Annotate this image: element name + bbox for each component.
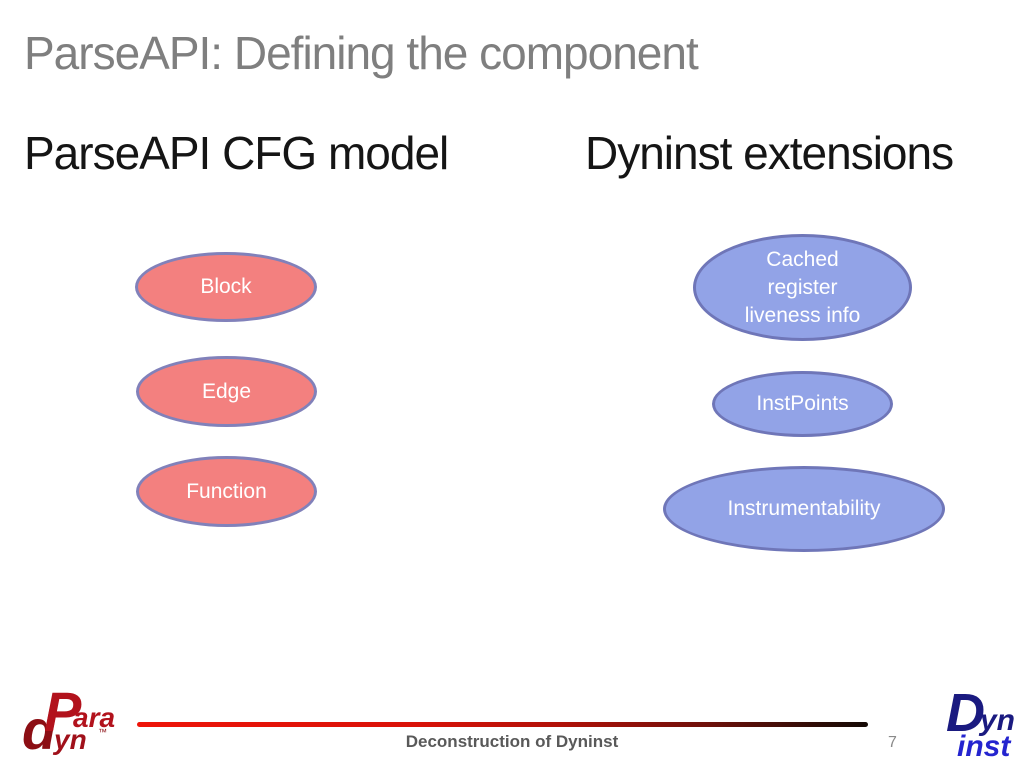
node-instpoints: InstPoints <box>712 371 893 437</box>
dyninst-logo-text-inst: inst <box>957 730 1011 763</box>
slide-title: ParseAPI: Defining the component <box>24 27 699 79</box>
node-function: Function <box>136 456 317 527</box>
node-cached-register-liveness-label: Cached register liveness info <box>744 247 861 327</box>
node-instpoints-label: InstPoints <box>756 392 849 415</box>
footer-title: Deconstruction of Dyninst <box>405 732 619 751</box>
page-number: 7 <box>888 734 897 751</box>
paradyn-logo-text-yn: yn <box>54 724 87 755</box>
paradyn-logo-letter-d: d <box>22 698 57 761</box>
node-cached-register-liveness: Cached register liveness info <box>693 234 912 341</box>
node-block-label: Block <box>200 275 252 298</box>
left-column-heading: ParseAPI CFG model <box>24 127 449 179</box>
node-block: Block <box>135 252 317 322</box>
paradyn-logo-text-ara: ara <box>73 702 116 733</box>
right-column-heading: Dyninst extensions <box>585 127 954 179</box>
node-instrumentability-label: Instrumentability <box>727 497 881 520</box>
paradyn-trademark-mark: ™ <box>98 727 107 737</box>
footer-gradient-rule <box>137 722 868 727</box>
node-instrumentability: Instrumentability <box>663 466 945 552</box>
dyninst-logo-text-yn: yn <box>980 704 1016 737</box>
paradyn-logo-letter-p: P <box>44 680 82 743</box>
dyninst-logo: D yn inst <box>944 686 1024 766</box>
node-edge-label: Edge <box>201 379 252 403</box>
dyninst-logo-letter-d: D <box>946 683 985 743</box>
node-function-label: Function <box>186 479 267 503</box>
paradyn-logo: d P ara yn ™ <box>22 684 146 764</box>
node-edge: Edge <box>136 356 317 427</box>
